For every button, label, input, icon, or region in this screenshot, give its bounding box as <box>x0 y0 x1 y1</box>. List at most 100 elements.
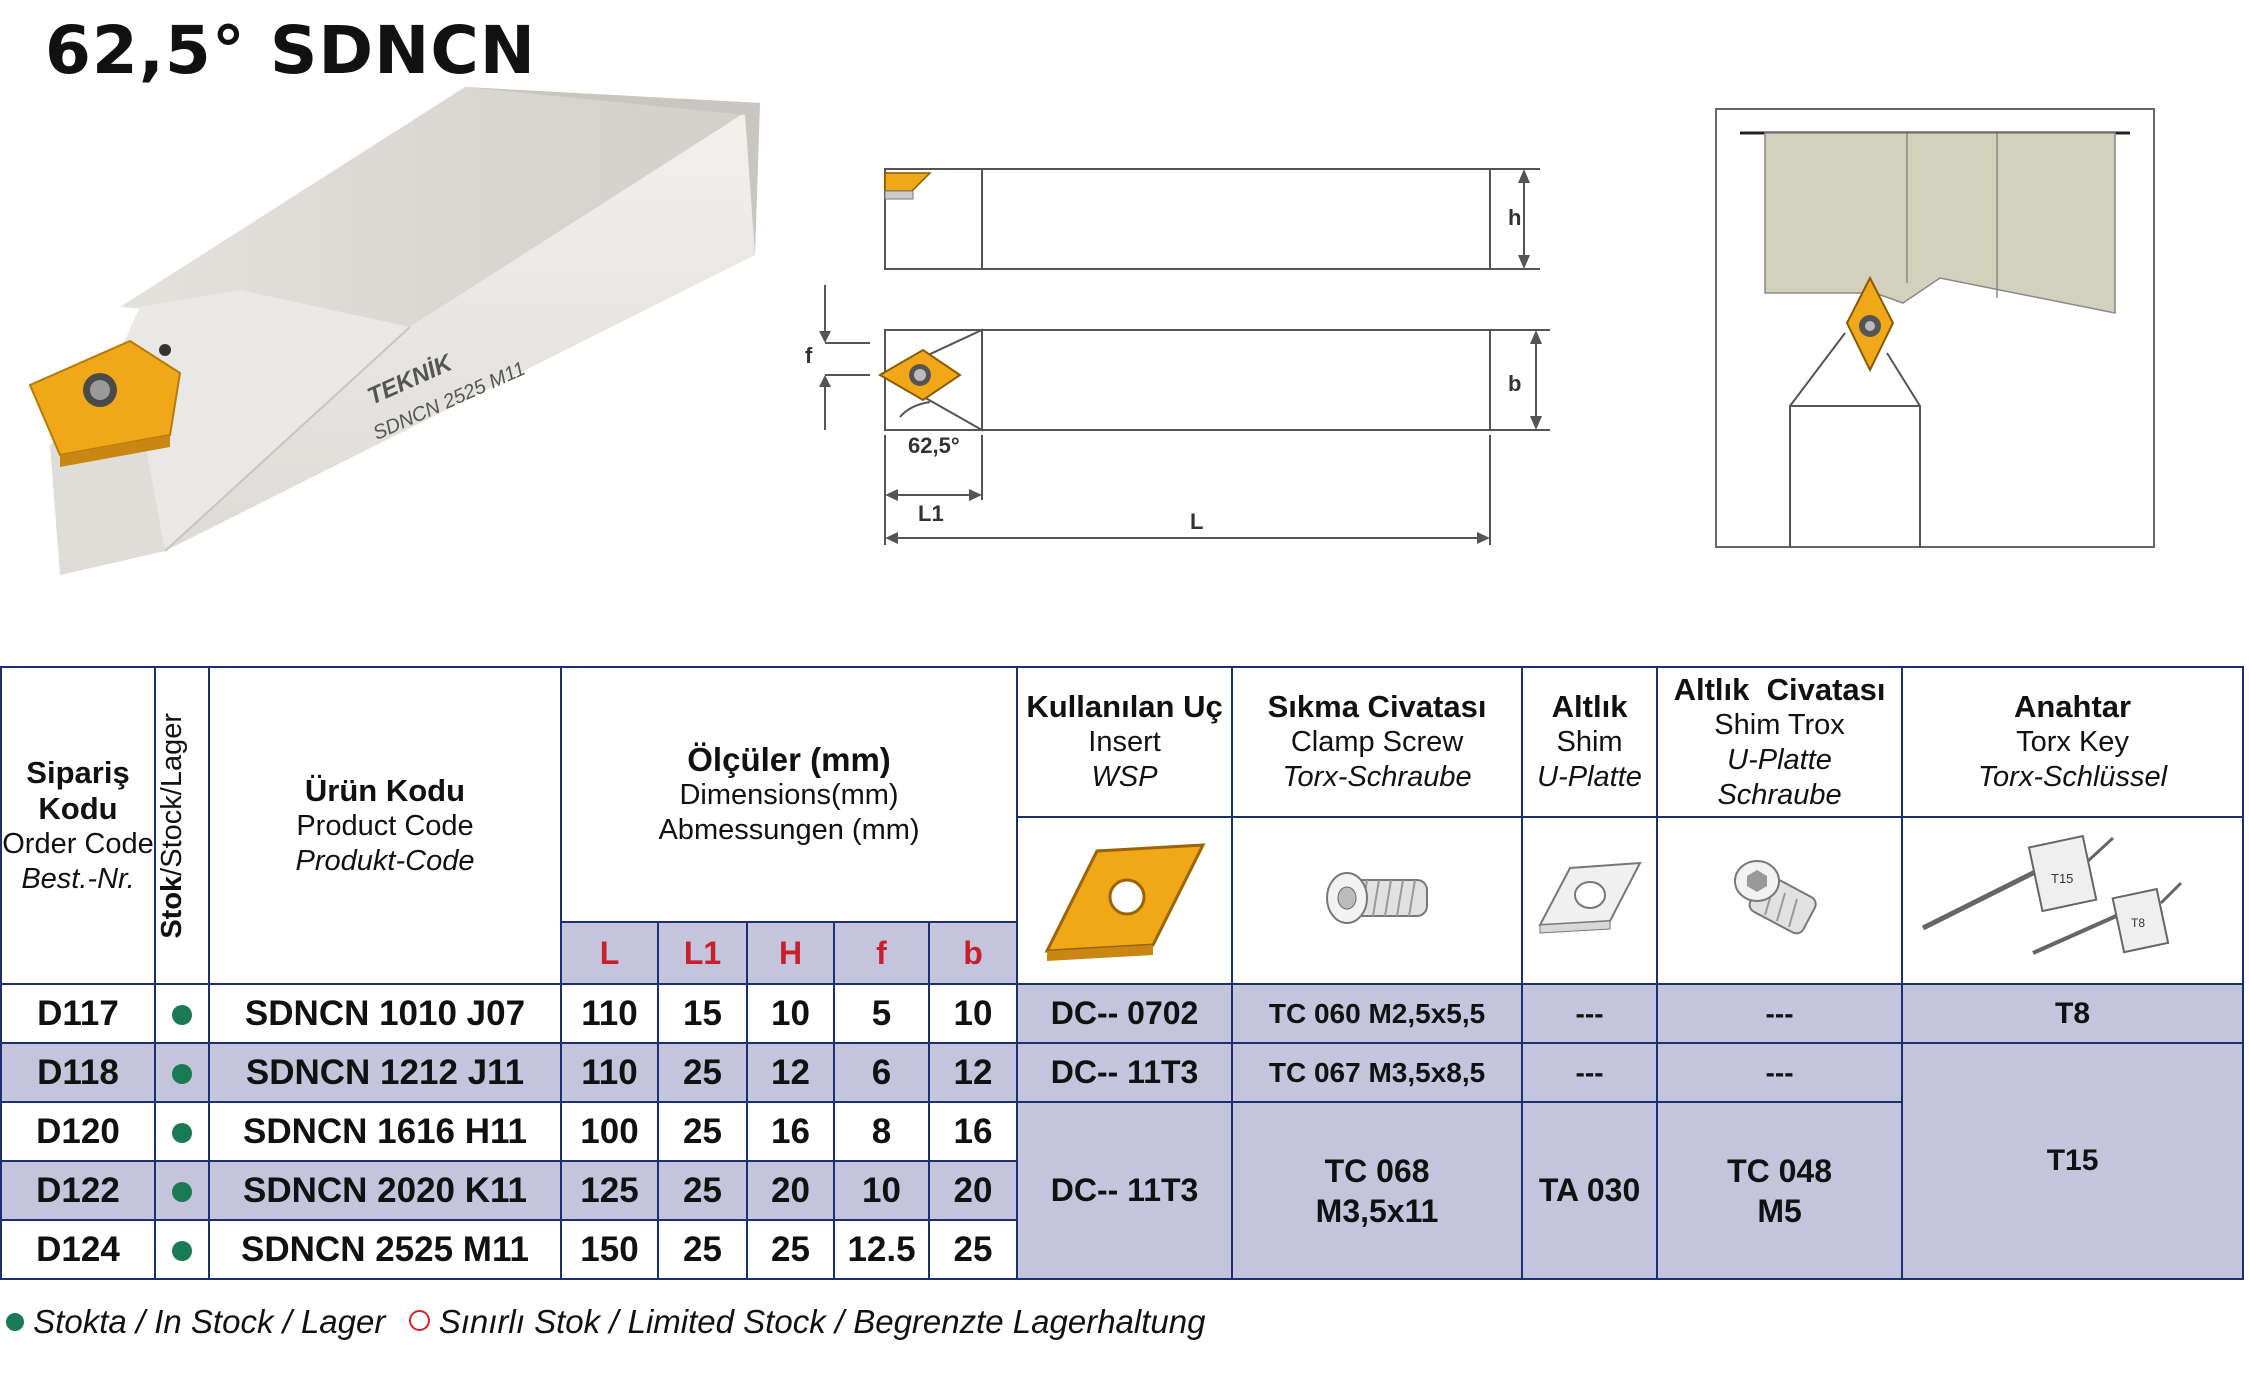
label-f: f <box>805 343 813 368</box>
torx-key-header: Anahtar Torx Key Torx-Schlüssel <box>1901 666 2245 818</box>
dim-col-H: H <box>746 921 835 985</box>
order-code: D117 <box>0 983 156 1044</box>
insert-image <box>1016 816 1234 985</box>
shim-code: --- <box>1521 1042 1659 1103</box>
insert-code: DC-- 11T3 <box>1016 1101 1234 1280</box>
dim-L1: 25 <box>657 1219 748 1280</box>
dim-L: 125 <box>560 1160 659 1221</box>
stock-indicator <box>154 1160 210 1221</box>
shim-header: Altlık Shim U-Platte <box>1521 666 1659 818</box>
shim-screw-header: Altlık Civatası Shim Trox U-Platte Schra… <box>1656 666 1904 818</box>
stock-indicator <box>154 1101 210 1162</box>
dim-H: 12 <box>746 1042 835 1103</box>
shim-code: TA 030 <box>1521 1101 1659 1280</box>
product-code: SDNCN 1616 H11 <box>208 1101 562 1162</box>
clamp-screw-code: TC 067 M3,5x8,5 <box>1231 1042 1524 1103</box>
shim-screw-code: --- <box>1656 1042 1904 1103</box>
shim-screw-image <box>1656 816 1904 985</box>
key-label-big: T15 <box>2051 871 2073 886</box>
in-stock-dot <box>172 1240 192 1261</box>
key-label-small: T8 <box>2131 916 2145 930</box>
in-stock-dot <box>172 1063 192 1084</box>
table-row: D118 SDNCN 1212 J11 110 25 12 6 12 DC-- … <box>0 1042 2245 1280</box>
label-L1: L1 <box>918 501 944 526</box>
dim-f: 5 <box>833 983 930 1044</box>
dim-L: 110 <box>560 1042 659 1103</box>
order-code: D122 <box>0 1160 156 1221</box>
dimensions-header: Ölçüler (mm) Dimensions(mm) Abmessungen … <box>559 666 1019 923</box>
dim-H: 25 <box>746 1219 835 1280</box>
in-stock-dot <box>172 1004 192 1025</box>
limited-stock-legend-text: Sınırlı Stok / Limited Stock / Begrenzte… <box>438 1303 1206 1340</box>
product-code: SDNCN 2525 M11 <box>208 1219 562 1280</box>
limited-stock-legend-dot <box>408 1310 430 1331</box>
insert-header: Kullanılan Uç Insert WSP <box>1016 666 1234 818</box>
specification-table: Sipariş Kodu Order Code Best.-Nr. Stok/S… <box>0 666 2245 1280</box>
assembly-view <box>1715 108 2155 548</box>
table-row: D124 SDNCN 2525 M11 150 25 25 12.5 25 <box>0 1219 2243 1280</box>
dim-L: 150 <box>560 1219 659 1280</box>
dim-H: 16 <box>746 1101 835 1162</box>
product-code: SDNCN 2020 K11 <box>208 1160 562 1221</box>
product-code: SDNCN 1010 J07 <box>208 983 562 1044</box>
shim-image <box>1521 816 1659 985</box>
dim-b: 10 <box>927 983 1019 1044</box>
stock-indicator <box>154 983 210 1044</box>
dim-col-L: L <box>560 921 659 985</box>
product-code-header: Ürün Kodu Product Code Produkt-Code <box>208 666 562 985</box>
table-row: D117 SDNCN 1010 J07 110 15 10 5 10 DC-- … <box>0 983 2245 1044</box>
clamp-screw-header: Sıkma Civatası Clamp Screw Torx-Schraube <box>1231 666 1524 818</box>
order-code: D120 <box>0 1101 156 1162</box>
dimension-drawing: h b f 62,5° L1 L <box>805 168 1550 545</box>
dim-L: 100 <box>560 1101 659 1162</box>
dim-b: 12 <box>927 1042 1019 1103</box>
in-stock-legend-text: Stokta / In Stock / Lager <box>33 1303 386 1340</box>
dim-f: 12.5 <box>833 1219 930 1280</box>
dim-L1: 15 <box>657 983 748 1044</box>
dim-f: 6 <box>833 1042 930 1103</box>
table-row: D120 SDNCN 1616 H11 100 25 16 8 16 DC-- … <box>0 1101 2243 1280</box>
label-b: b <box>1508 371 1521 396</box>
dim-H: 10 <box>746 983 835 1044</box>
torx-key-code: T8 <box>1901 983 2245 1044</box>
torx-key-image: T15 T8 <box>1901 816 2245 985</box>
order-code-header: Sipariş Kodu Order Code Best.-Nr. <box>0 666 156 985</box>
dim-L1: 25 <box>657 1101 748 1162</box>
dim-L1: 25 <box>657 1042 748 1103</box>
in-stock-dot <box>172 1122 192 1143</box>
product-code: SDNCN 1212 J11 <box>208 1042 562 1103</box>
dim-f: 8 <box>833 1101 930 1162</box>
insert-code: DC-- 0702 <box>1016 983 1234 1044</box>
stock-indicator <box>154 1219 210 1280</box>
dim-col-L1: L1 <box>657 921 748 985</box>
dim-b: 20 <box>927 1160 1019 1221</box>
label-angle: 62,5° <box>908 433 960 458</box>
shim-code: --- <box>1521 983 1659 1044</box>
table-row: D122 SDNCN 2020 K11 125 25 20 10 20 <box>0 1160 2243 1221</box>
clamp-screw-code: TC 060 M2,5x5,5 <box>1231 983 1524 1044</box>
dim-H: 20 <box>746 1160 835 1221</box>
shim-screw-code: --- <box>1656 983 1904 1044</box>
order-code: D124 <box>0 1219 156 1280</box>
label-h: h <box>1508 205 1521 230</box>
clamp-screw-image <box>1231 816 1524 985</box>
stock-legend: Stokta / In Stock / Lager Sınırlı Stok /… <box>6 1303 1205 1341</box>
label-L: L <box>1190 509 1203 534</box>
in-stock-dot <box>172 1181 192 1202</box>
dim-f: 10 <box>833 1160 930 1221</box>
stock-header: Stok/Stock/Lager <box>154 666 210 985</box>
insert-code: DC-- 11T3 <box>1016 1042 1234 1103</box>
torx-key-code: T15 <box>1901 1042 2245 1280</box>
dim-L1: 25 <box>657 1160 748 1221</box>
stock-indicator <box>154 1042 210 1103</box>
page-title: 62,5° SDNCN <box>45 12 537 89</box>
dim-b: 25 <box>927 1219 1019 1280</box>
order-code: D118 <box>0 1042 156 1103</box>
dim-b: 16 <box>927 1101 1019 1162</box>
in-stock-legend-dot <box>6 1313 24 1331</box>
dim-L: 110 <box>560 983 659 1044</box>
tool-holder-image: TEKNİK SDNCN 2525 M11 <box>28 87 760 575</box>
dim-col-f: f <box>833 921 930 985</box>
